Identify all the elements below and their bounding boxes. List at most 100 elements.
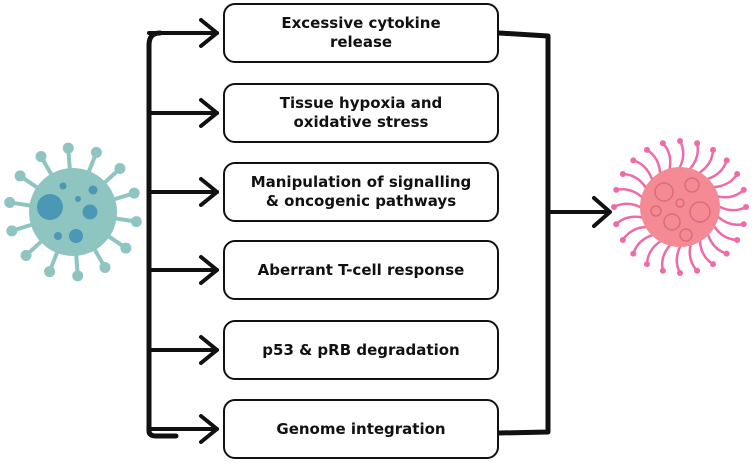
tumor-spike (678, 139, 685, 169)
virus-spike-tip (128, 187, 140, 199)
tumor-spike-tip (740, 221, 747, 228)
tumor-texture (689, 201, 711, 223)
box-signalling-pathways: Manipulation of signalling & oncogenic p… (223, 162, 499, 222)
tumor-spike (621, 225, 647, 242)
tumor-spike-tip (723, 250, 730, 257)
tumor-spike-tip (677, 270, 683, 276)
tumor-spike (717, 216, 746, 227)
box-hypoxia-oxidative-stress: Tissue hypoxia and oxidative stress (223, 83, 499, 143)
tumor-texture (650, 205, 662, 217)
tumor-spike-tip (619, 171, 626, 177)
tumor-spike (661, 141, 672, 170)
virus-spike-tip (120, 242, 132, 254)
tumor-spike-tip (644, 261, 650, 268)
tumor-spike (614, 187, 643, 198)
virus-spot (37, 194, 63, 220)
virus-spike-tip (4, 196, 16, 208)
tumor-spike-tip (659, 140, 666, 147)
left-trunk-line (146, 30, 179, 439)
tumor-spike-tip (694, 267, 701, 274)
virus-spike-tip (20, 250, 32, 262)
cancer-cell-icon (611, 138, 749, 276)
tumor-spike-tip (619, 237, 626, 243)
tumor-spike (717, 188, 746, 199)
virus-spot (59, 182, 67, 190)
tumor-spike-tip (659, 267, 666, 274)
tumor-spike-tip (630, 250, 637, 257)
virus-spike-tip (90, 146, 102, 158)
tumor-texture (654, 182, 674, 202)
virus-spike-tip (6, 225, 18, 237)
arrowhead (199, 414, 219, 444)
tumor-spike-tip (723, 157, 730, 164)
virus-spike-tip (62, 142, 74, 154)
box-p53-prb-degradation: p53 & pRB degradation (223, 320, 499, 380)
arrowhead (199, 335, 219, 365)
tumor-spike (645, 148, 662, 174)
virus-spike-tip (72, 270, 84, 282)
arrowhead (199, 177, 219, 207)
tumor-spike (632, 234, 653, 255)
virus-icon (4, 142, 142, 282)
virus-spot (69, 229, 83, 243)
virus-spike-tip (114, 162, 126, 174)
tumor-texture (684, 177, 700, 193)
tumor-texture (675, 198, 685, 208)
tumor-spike-tip (630, 157, 637, 164)
box-genome-integration: Genome integration (223, 399, 499, 459)
right-bracket-line (496, 30, 551, 436)
tumor-spike-tip (734, 171, 741, 177)
connector-lines (146, 18, 612, 444)
virus-spot (88, 185, 98, 195)
tumor-spike-tip (613, 221, 620, 228)
tumor-spike-tip (611, 204, 617, 210)
arrowhead (199, 255, 219, 285)
tumor-spike (632, 159, 653, 180)
tumor-spike (713, 172, 739, 189)
virus-spike-tip (44, 266, 56, 278)
box-cytokine-release: Excessive cytokine release (223, 3, 499, 63)
tumor-spike (621, 172, 647, 189)
tumor-texture (663, 213, 681, 231)
tumor-spike-tip (740, 186, 747, 193)
tumor-spike (688, 244, 699, 273)
tumor-spike-tip (694, 140, 701, 147)
virus-spot (82, 204, 98, 220)
virus-spot (75, 196, 81, 202)
virus-spike-tip (130, 216, 142, 228)
tumor-spike (707, 234, 728, 255)
tumor-spike-tip (710, 146, 716, 153)
tumor-spike-tip (677, 138, 683, 144)
tumor-spike (645, 240, 662, 266)
tumor-spike (707, 159, 728, 180)
tumor-spike (660, 244, 671, 273)
tumor-spike (698, 148, 715, 174)
box-label: Excessive cytokine release (281, 14, 441, 51)
box-label: Tissue hypoxia and oxidative stress (279, 94, 443, 131)
arrowhead (199, 98, 219, 128)
tumor-spike (698, 240, 715, 266)
virus-spike-tip (14, 170, 26, 182)
tumor-spike (612, 202, 642, 209)
tumor-spike-tip (644, 146, 650, 153)
virus-spike-tip (99, 261, 111, 273)
tumor-spike-tip (710, 261, 716, 268)
tumor-spike-tip (613, 186, 620, 193)
virus-spike-tip (35, 151, 47, 163)
box-label: Aberrant T-cell response (257, 260, 465, 279)
tumor-spike (718, 205, 748, 212)
tumor-spike (675, 245, 682, 275)
tumor-spike (713, 225, 739, 242)
tumor-spike-tip (734, 237, 741, 243)
tumor-texture (679, 228, 693, 242)
virus-spot (54, 232, 62, 240)
tumor-spike (689, 141, 700, 170)
tumor-spike (614, 215, 643, 226)
box-label: p53 & pRB degradation (262, 340, 460, 359)
box-label: Manipulation of signalling & oncogenic p… (250, 173, 472, 210)
box-t-cell-response: Aberrant T-cell response (223, 240, 499, 300)
tumor-spike-tip (743, 204, 749, 210)
box-label: Genome integration (276, 419, 446, 438)
